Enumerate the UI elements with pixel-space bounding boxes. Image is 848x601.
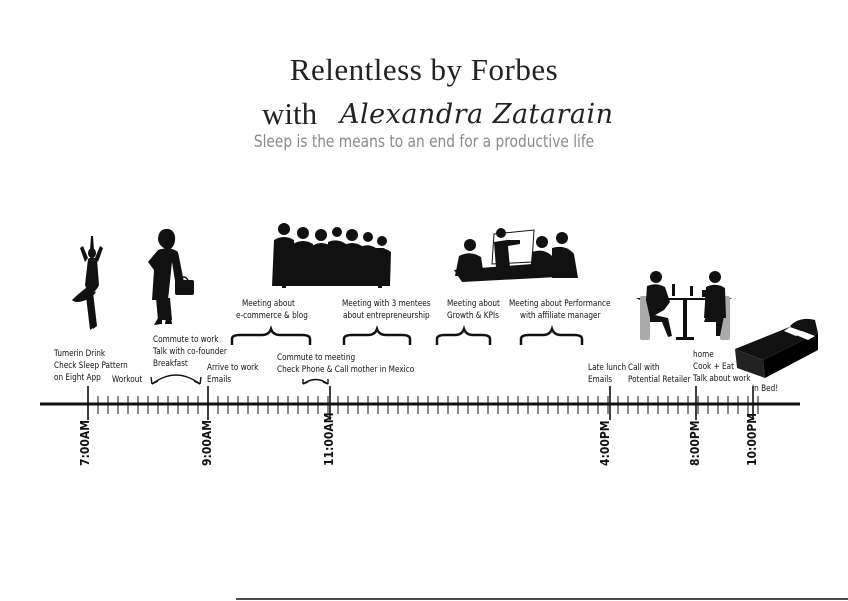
page-title: Relentless by Forbes xyxy=(289,52,559,87)
bed-icon xyxy=(735,318,818,378)
author-name: Alexandra Zatarain xyxy=(340,99,614,130)
time-label-8pm: 8:00PM xyxy=(688,420,702,466)
event-bed: In Bed! xyxy=(752,384,779,394)
label-line: Call with xyxy=(628,363,660,373)
bracket-ecommerce xyxy=(230,325,312,345)
label-line: Cook + Eat xyxy=(693,362,735,372)
time-label-7am: 7:00AM xyxy=(78,420,92,466)
title-with: with xyxy=(262,96,318,131)
label-line: Meeting with 3 mentees xyxy=(342,299,431,309)
bracket-performance xyxy=(519,325,584,345)
meeting-ecommerce-label-2: e-commerce & blog xyxy=(236,310,308,322)
label-line: on Eight App xyxy=(54,373,101,383)
label-line: Potential Retailer xyxy=(628,375,691,385)
label-line: home xyxy=(693,350,714,360)
label-line: Check Phone & Call mother in Mexico xyxy=(277,365,415,375)
label-line: Late lunch xyxy=(588,363,627,373)
event-home: home Cook + Eat Talk about work xyxy=(693,349,750,385)
label-line: Meeting about xyxy=(242,299,295,309)
label-line: Growth & KPIs xyxy=(447,311,499,321)
meeting-growth-label: Meeting about Growth & KPIs xyxy=(447,298,500,322)
event-tumerin: Tumerin Drink Check Sleep Pattern on Eig… xyxy=(54,348,128,384)
label-line: e-commerce & blog xyxy=(236,311,308,321)
commute-arrows xyxy=(150,374,329,385)
label-line: Emails xyxy=(207,375,232,385)
label-line: Talk about work xyxy=(693,374,751,384)
meeting-mentees-label-2: about entrepreneurship xyxy=(343,310,430,322)
meeting-ecommerce-label: Meeting about xyxy=(242,298,295,310)
meeting-performance-label: Meeting about Performance xyxy=(509,298,611,310)
label-line: Breakfast xyxy=(153,359,188,369)
subtitle: Sleep is the means to an end for a produ… xyxy=(253,132,595,152)
presentation-meeting-icon xyxy=(454,228,578,282)
event-retailer: Call with Potential Retailer xyxy=(628,362,691,386)
label-line: Talk with co-founder xyxy=(153,347,227,357)
label-line: about entrepreneurship xyxy=(343,311,430,321)
time-label-4pm: 4:00PM xyxy=(598,420,612,466)
label-line: with affiliate manager xyxy=(520,311,601,321)
meeting-mentees-label: Meeting with 3 mentees xyxy=(342,298,431,310)
time-label-9am: 9:00AM xyxy=(200,420,214,466)
bracket-growth xyxy=(435,325,492,345)
timeline-ticks xyxy=(87,386,759,420)
label-line: Tumerin Drink xyxy=(54,349,106,359)
label-line: Check Sleep Pattern xyxy=(54,361,128,371)
label-line: Commute to meeting xyxy=(277,353,356,363)
label-line: Emails xyxy=(588,375,613,385)
event-arrive: Arrive to work Emails xyxy=(207,362,258,386)
meeting-brackets xyxy=(230,325,584,345)
event-commute-meeting: Commute to meeting Check Phone & Call mo… xyxy=(277,352,414,376)
yoga-figure-icon xyxy=(72,236,103,330)
meeting-performance-label-2: with affiliate manager xyxy=(520,310,600,322)
time-label-10pm: 10:00PM xyxy=(745,412,759,466)
label-line: Meeting about Performance xyxy=(509,299,611,309)
event-workout: Workout xyxy=(112,375,143,385)
team-meeting-icon xyxy=(272,223,391,288)
event-commute: Commute to work Talk with co-founder Bre… xyxy=(153,334,227,370)
event-late-lunch: Late lunch Emails xyxy=(588,362,626,386)
label-line: Commute to work xyxy=(153,335,219,345)
label-line: Meeting about xyxy=(447,299,500,309)
label-line: Arrive to work xyxy=(207,363,259,373)
time-label-11am: 11:00AM xyxy=(322,412,336,466)
dinner-couple-icon xyxy=(636,271,732,340)
businesswoman-icon xyxy=(148,228,194,325)
bracket-mentees xyxy=(342,325,412,345)
